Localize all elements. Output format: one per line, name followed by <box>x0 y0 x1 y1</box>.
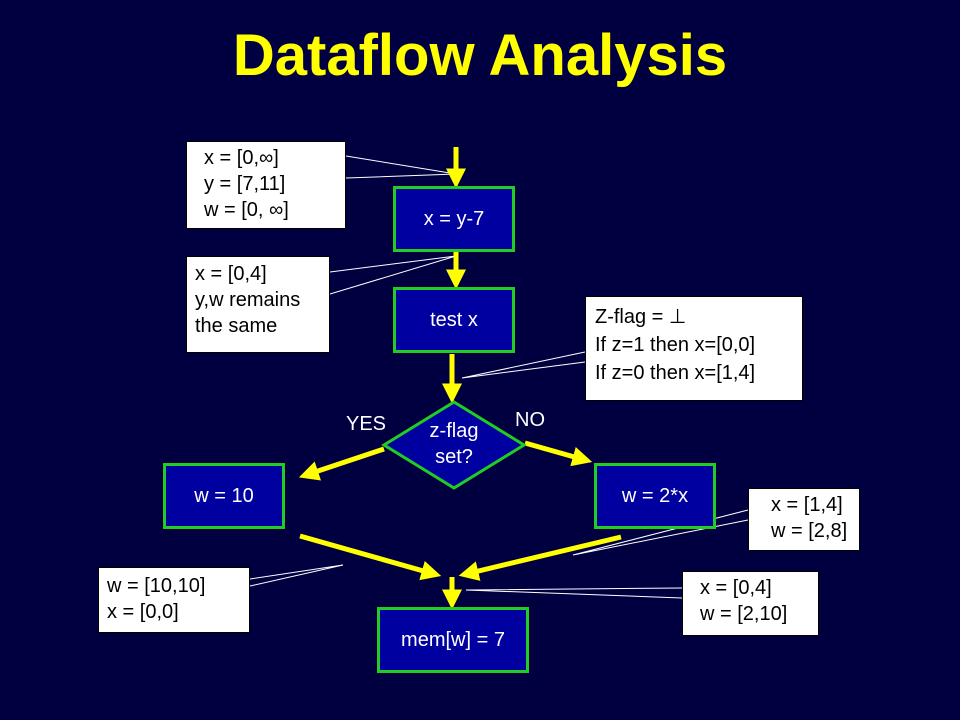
after-test-note-line: Z-flag = ⊥ <box>595 306 687 328</box>
mem-store-label: mem[w] = 7 <box>401 628 505 651</box>
assign-x-label: x = y-7 <box>423 207 485 230</box>
after-test-note-line: If z=1 then x=[0,0] <box>595 334 756 356</box>
entry-note-line: y = [7,11] <box>204 173 286 195</box>
test-note-pointer <box>461 351 586 379</box>
entry-note-line: w = [0, ∞] <box>204 199 289 221</box>
assign-x-node: x = y-7 <box>393 186 515 252</box>
test-x-label: test x <box>430 308 478 331</box>
yes-label: YES <box>346 413 387 435</box>
no-branch-note: x = [1,4] w = [2,8] <box>748 488 860 551</box>
merge-note-line: w = [2,10] <box>700 603 788 625</box>
merge-note-line: x = [0,4] <box>700 577 772 599</box>
after-test-note: Z-flag = ⊥ If z=1 then x=[0,0] If z=0 th… <box>585 296 803 401</box>
assign-w10-node: w = 10 <box>163 463 285 529</box>
after-assign-note-line: y,w remains <box>195 289 301 311</box>
no-label: NO <box>515 409 545 431</box>
decision-label-line1: z-flag <box>429 420 479 442</box>
merge-note: x = [0,4] w = [2,10] <box>682 571 819 636</box>
page-title: Dataflow Analysis <box>232 23 728 88</box>
test-x-node: test x <box>393 287 515 353</box>
assign-w2x-node: w = 2*x <box>594 463 716 529</box>
after-assign-note-line: the same <box>195 315 278 337</box>
decision-label: z-flag set? <box>406 418 502 470</box>
entry-note-pointer <box>345 155 457 179</box>
assign-w10-label: w = 10 <box>194 484 254 507</box>
no-branch-note-line: x = [1,4] <box>771 494 843 516</box>
no-arrow <box>524 440 593 467</box>
merge-note-pointer <box>465 587 683 599</box>
yes-branch-note-line: w = [10,10] <box>107 575 206 597</box>
after-assign-note: x = [0,4] y,w remains the same <box>186 256 330 353</box>
decision-diamond <box>381 400 527 490</box>
after-assign-note-line: x = [0,4] <box>195 263 267 285</box>
after-test-note-line: If z=0 then x=[1,4] <box>595 362 756 384</box>
left-merge-arrow <box>299 533 442 581</box>
yes-note-pointer <box>249 564 344 587</box>
right-merge-arrow <box>458 534 622 581</box>
entry-note-line: x = [0,∞] <box>204 147 279 169</box>
decision-label-line2: set? <box>435 446 473 468</box>
yes-arrow <box>298 446 385 481</box>
entry-note: x = [0,∞] y = [7,11] w = [0, ∞] <box>186 141 346 229</box>
yes-branch-note: w = [10,10] x = [0,0] <box>98 567 250 633</box>
assign-w2x-label: w = 2*x <box>621 484 689 507</box>
mem-store-node: mem[w] = 7 <box>377 607 529 673</box>
no-branch-note-line: w = [2,8] <box>771 520 848 542</box>
yes-branch-note-line: x = [0,0] <box>107 601 179 623</box>
